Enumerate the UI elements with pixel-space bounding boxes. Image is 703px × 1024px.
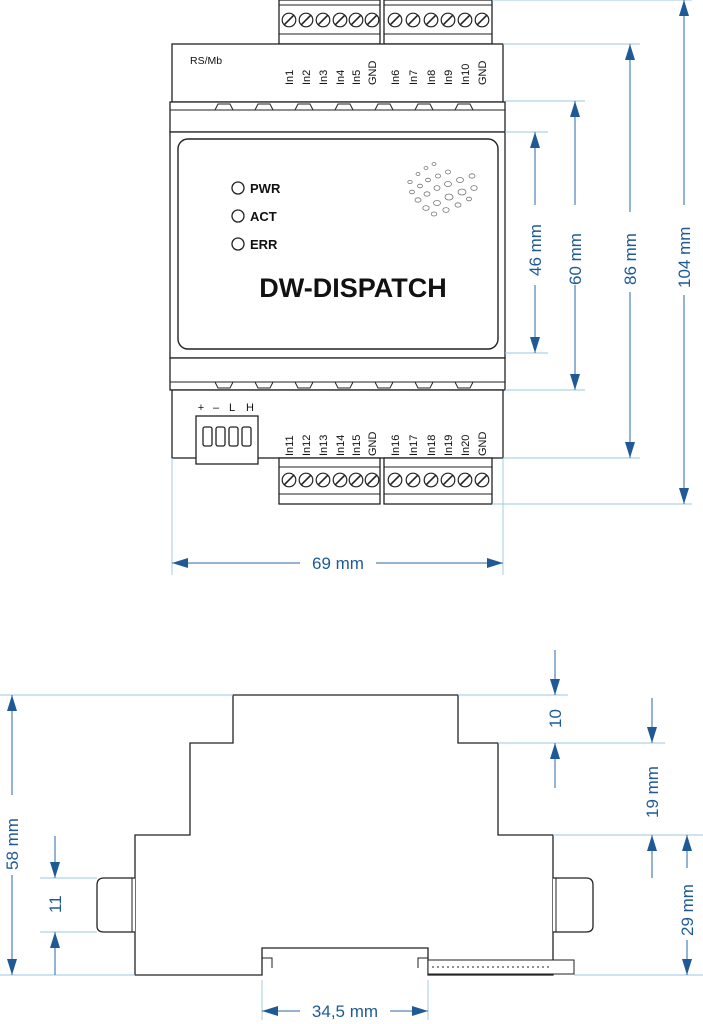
dimension-19: 19 mm [643, 766, 662, 818]
logo-dots-icon [407, 162, 478, 217]
dimension-46: 46 mm [526, 224, 545, 276]
terminal-label: In14 [335, 435, 347, 456]
dimension-60: 60 mm [566, 233, 585, 285]
front-dimensions: 69 mm 46 mm 60 mm 86 mm 104 mm [171, 0, 695, 575]
bus-label: – [213, 402, 220, 414]
terminal-label: In8 [426, 70, 438, 85]
led-err: ERR [231, 237, 278, 252]
terminal-label: In13 [318, 435, 330, 456]
rs-label: RS/Mb [190, 55, 222, 67]
terminal-label: In17 [408, 435, 420, 456]
terminal-label: GND [477, 432, 489, 457]
terminal-label: GND [477, 61, 489, 86]
dimension-58: 58 mm [3, 818, 22, 870]
terminal-label: GND [367, 432, 379, 457]
terminal-label: In1 [284, 70, 296, 85]
terminal-label: In6 [390, 70, 402, 85]
dimension-29: 29 mm [678, 884, 697, 936]
terminal-label: In16 [390, 435, 402, 456]
terminal-label: In19 [443, 435, 455, 456]
top-right-terminal-labels: In6 In7 In8 In9 In10 GND [390, 61, 489, 86]
dimension-rail-width: 34,5 mm [312, 1002, 378, 1021]
rail-latch [427, 959, 575, 975]
bus-label: L [229, 402, 235, 414]
device-name: DW-DISPATCH [259, 273, 446, 303]
terminal-label: In15 [351, 435, 363, 456]
bus-label: + [198, 402, 204, 414]
bottom-terminal-block-left [278, 457, 381, 505]
top-terminal-block-right [383, 0, 493, 45]
led-label: ERR [250, 237, 278, 252]
dimension-104: 104 mm [675, 227, 694, 288]
dimension-width: 69 mm [312, 554, 364, 573]
bus-label: H [246, 402, 254, 414]
terminal-label: In2 [301, 70, 313, 85]
front-view: RS/Mb In1 In2 In3 In4 In5 GND In6 In7 In… [169, 0, 506, 505]
right-din-clip [553, 877, 594, 933]
dimension-10: 10 [546, 709, 565, 728]
left-din-clip [96, 877, 135, 933]
bottom-left-terminal-labels: In11 In12 In13 In14 In15 GND [284, 432, 379, 457]
terminal-label: In4 [335, 70, 347, 85]
terminal-label: In3 [318, 70, 330, 85]
led-label: ACT [250, 209, 277, 224]
terminal-label: In9 [443, 70, 455, 85]
top-housing [171, 43, 504, 103]
bottom-vent-strip [169, 357, 506, 391]
led-pwr: PWR [231, 181, 281, 196]
led-label: PWR [250, 181, 281, 196]
terminal-label: In20 [460, 435, 472, 456]
terminal-label: In11 [284, 435, 296, 456]
top-terminal-block-left [278, 0, 381, 45]
bottom-right-terminal-labels: In16 In17 In18 In19 In20 GND [390, 432, 489, 457]
side-dimensions: 58 mm 11 10 19 mm 29 mm 34,5 mm [0, 650, 703, 1022]
side-view [96, 694, 594, 976]
dimension-11: 11 [46, 895, 65, 913]
bottom-terminal-block-right [383, 457, 493, 505]
terminal-label: In18 [426, 435, 438, 456]
front-panel [177, 138, 499, 350]
terminal-label: In12 [301, 435, 313, 456]
terminal-label: In10 [460, 64, 472, 85]
led-act: ACT [231, 209, 277, 224]
top-vent-strip [169, 101, 506, 133]
dimension-86: 86 mm [621, 233, 640, 285]
terminal-label: In7 [408, 70, 420, 85]
rs-bus-connector [195, 415, 259, 465]
terminal-label: GND [367, 61, 379, 86]
terminal-label: In5 [351, 70, 363, 85]
top-left-terminal-labels: In1 In2 In3 In4 In5 GND [284, 61, 379, 86]
